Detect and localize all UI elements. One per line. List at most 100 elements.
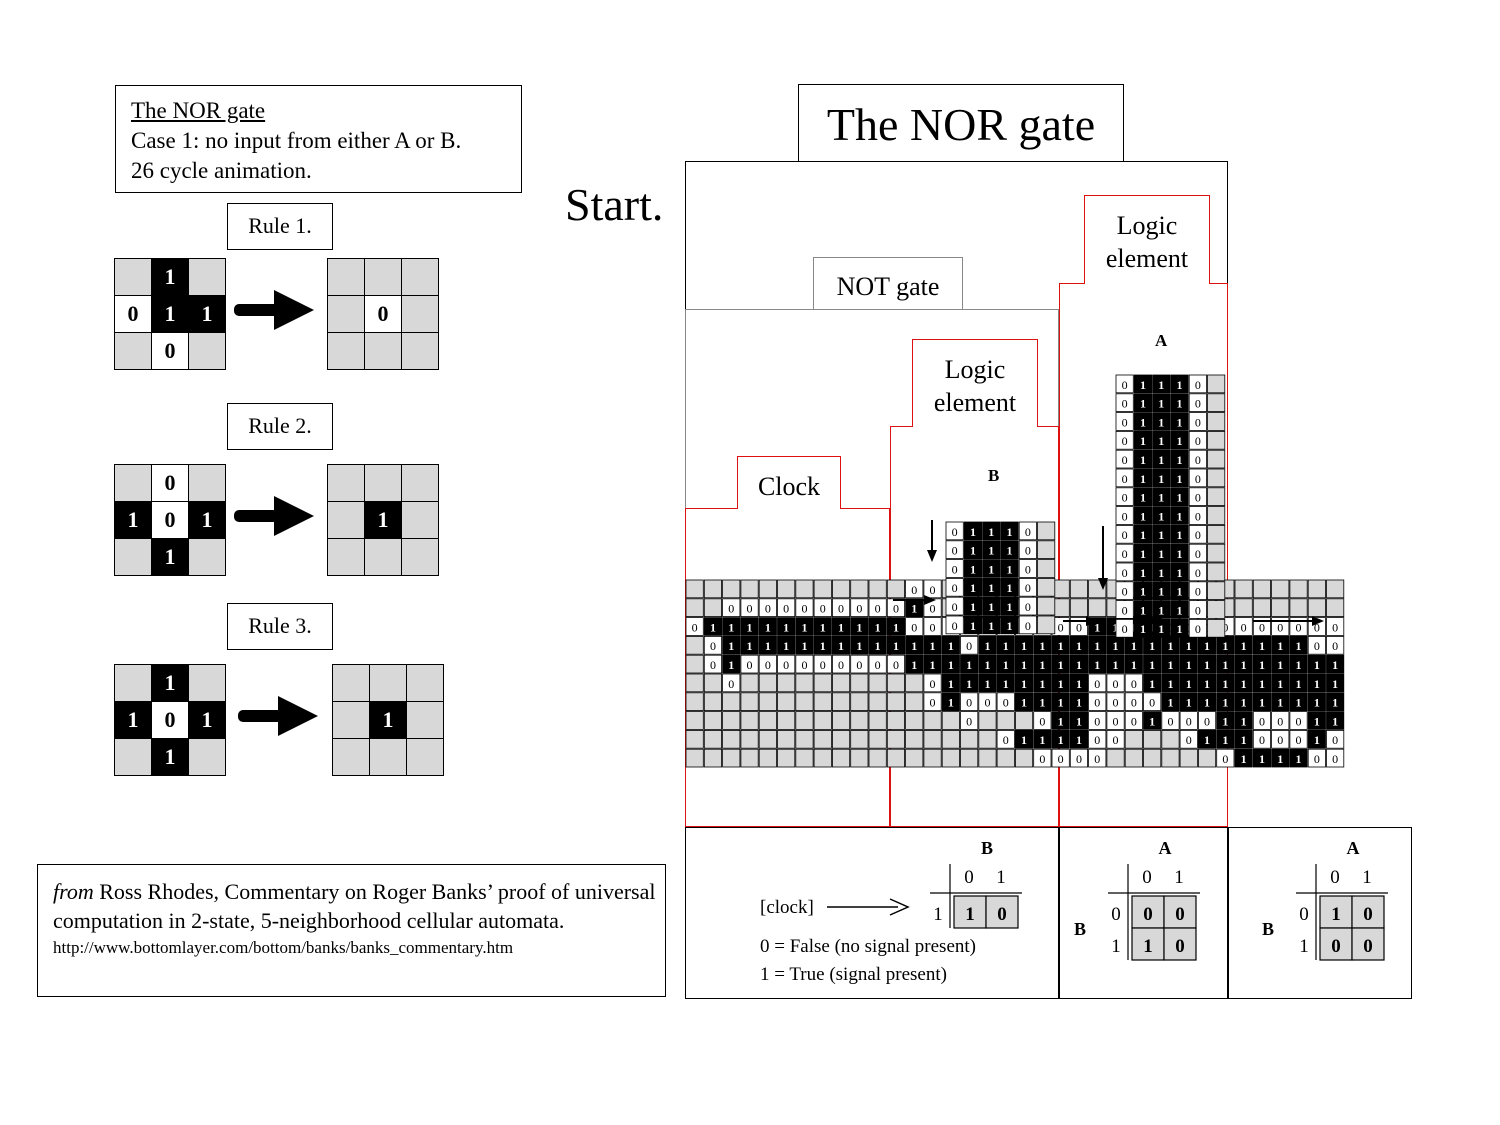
ca-cell [941, 654, 960, 674]
ca-cell [923, 692, 942, 711]
rule-cell [365, 465, 401, 501]
ca-cell [868, 598, 887, 617]
ca-cell [1143, 673, 1162, 693]
ca-cell [685, 711, 704, 730]
ca-cell-value: 0 [1122, 603, 1128, 617]
ca-cell-value: 1 [1140, 528, 1146, 542]
ca-cell-value: 1 [1039, 696, 1045, 710]
truth-table-row-header: 0 [1111, 904, 1121, 925]
ca-cell [1015, 748, 1034, 768]
ca-cell-value: 0 [801, 658, 807, 672]
ca-cell-value: 1 [948, 696, 954, 710]
ca-cell-value: 0 [838, 602, 844, 616]
ca-cell [905, 636, 924, 655]
ca-cell-value: 1 [1204, 658, 1210, 672]
ca-cell [1198, 748, 1217, 768]
ca-cell [923, 579, 942, 599]
ca-cell [886, 636, 905, 655]
ca-cell-value: 0 [966, 639, 972, 653]
ca-cell [1289, 617, 1308, 636]
ca-cell [1188, 581, 1207, 600]
ca-cell [1216, 711, 1235, 730]
ca-cell-value: 1 [1222, 714, 1228, 728]
ca-cell-value: 1 [1058, 639, 1064, 653]
ca-cell-value: 0 [952, 525, 958, 539]
ca-cell-value: 0 [1296, 620, 1302, 634]
ca-cell [1307, 711, 1326, 730]
ca-cell-value: 0 [1094, 714, 1100, 728]
ca-cell-value: 0 [1195, 603, 1201, 617]
ca-cell [1234, 579, 1253, 599]
ca-cell-value: 1 [1007, 525, 1013, 539]
ca-cell [1207, 506, 1226, 525]
ca-cell-value: 1 [747, 639, 753, 653]
ca-cell-value: 0 [1122, 585, 1128, 599]
ca-cell-value: 0 [747, 602, 753, 616]
ca-cell-value: 0 [1222, 620, 1228, 634]
ca-cell [1216, 673, 1235, 693]
ca-cell-value: 1 [1058, 658, 1064, 672]
ca-cell [1015, 636, 1034, 655]
ca-cell-value: 0 [1025, 544, 1031, 558]
ca-cell-value: 1 [1296, 696, 1302, 710]
rule-cell: 0 [115, 296, 151, 332]
ca-cell-value: 1 [1140, 566, 1146, 580]
ca-cell-value: 0 [930, 583, 936, 597]
ca-cell-value: 1 [988, 562, 994, 576]
ca-cell-value: 1 [1177, 397, 1183, 411]
rule-cell: 1 [370, 702, 406, 738]
ca-cell-value: 0 [1131, 696, 1137, 710]
ca-cell-value: 1 [1039, 639, 1045, 653]
ca-cell [1307, 636, 1326, 655]
ca-cell [1124, 730, 1143, 749]
ca-cell-value: 1 [930, 658, 936, 672]
ca-cell-value: 1 [948, 677, 954, 691]
ca-cell [685, 598, 704, 617]
info-box: The NOR gate Case 1: no input from eithe… [115, 85, 522, 193]
ca-cell [1161, 730, 1180, 749]
ca-cell [1289, 579, 1308, 599]
ca-cell-value: 1 [856, 620, 862, 634]
ca-cell [850, 730, 869, 749]
ca-cell-value: 0 [1094, 677, 1100, 691]
ca-cell-value: 1 [728, 620, 734, 634]
ca-cell [1115, 506, 1134, 525]
ca-cell [1234, 617, 1253, 636]
ca-cell-value: 1 [1177, 528, 1183, 542]
ca-cell-value: 1 [988, 581, 994, 595]
ca-cell [868, 748, 887, 768]
ca-cell-value: 0 [930, 620, 936, 634]
rule-cell: 1 [152, 539, 188, 575]
truth-table-row-header: 0 [1299, 904, 1309, 925]
ca-cell-value: 1 [1149, 639, 1155, 653]
ca-cell [996, 748, 1015, 768]
ca-cell [982, 540, 1001, 559]
ca-cell [996, 636, 1015, 655]
ca-cell [1326, 692, 1345, 711]
ca-cell-value: 1 [1259, 639, 1265, 653]
ca-cell [1326, 579, 1345, 599]
ca-cell-value: 0 [1122, 491, 1128, 505]
ca-cell-value: 0 [1003, 733, 1009, 747]
ca-cell-value: 1 [1140, 415, 1146, 429]
ca-cell-value: 1 [1076, 639, 1082, 653]
ca-cell [945, 578, 964, 597]
ca-cell [868, 654, 887, 674]
ca-cell [722, 579, 741, 599]
ca-cell [1234, 636, 1253, 655]
ca-cell-value: 1 [747, 620, 753, 634]
ca-cell-value: 1 [911, 639, 917, 653]
ca-cell-value: 1 [1149, 677, 1155, 691]
ca-cell [1161, 692, 1180, 711]
ca-cell-value: 1 [1177, 453, 1183, 467]
ca-cell-value: 0 [1131, 677, 1137, 691]
ca-cell [1161, 673, 1180, 693]
ca-cell [1207, 487, 1226, 506]
ca-cell-value: 1 [1158, 509, 1164, 523]
rule-cell [189, 333, 225, 369]
truth-table-value: 1 [1331, 904, 1341, 925]
ca-cell-value: 0 [1222, 752, 1228, 766]
ca-cell-value: 1 [1204, 677, 1210, 691]
ca-cell-value: 0 [952, 619, 958, 633]
ca-cell-value: 0 [1332, 620, 1338, 634]
